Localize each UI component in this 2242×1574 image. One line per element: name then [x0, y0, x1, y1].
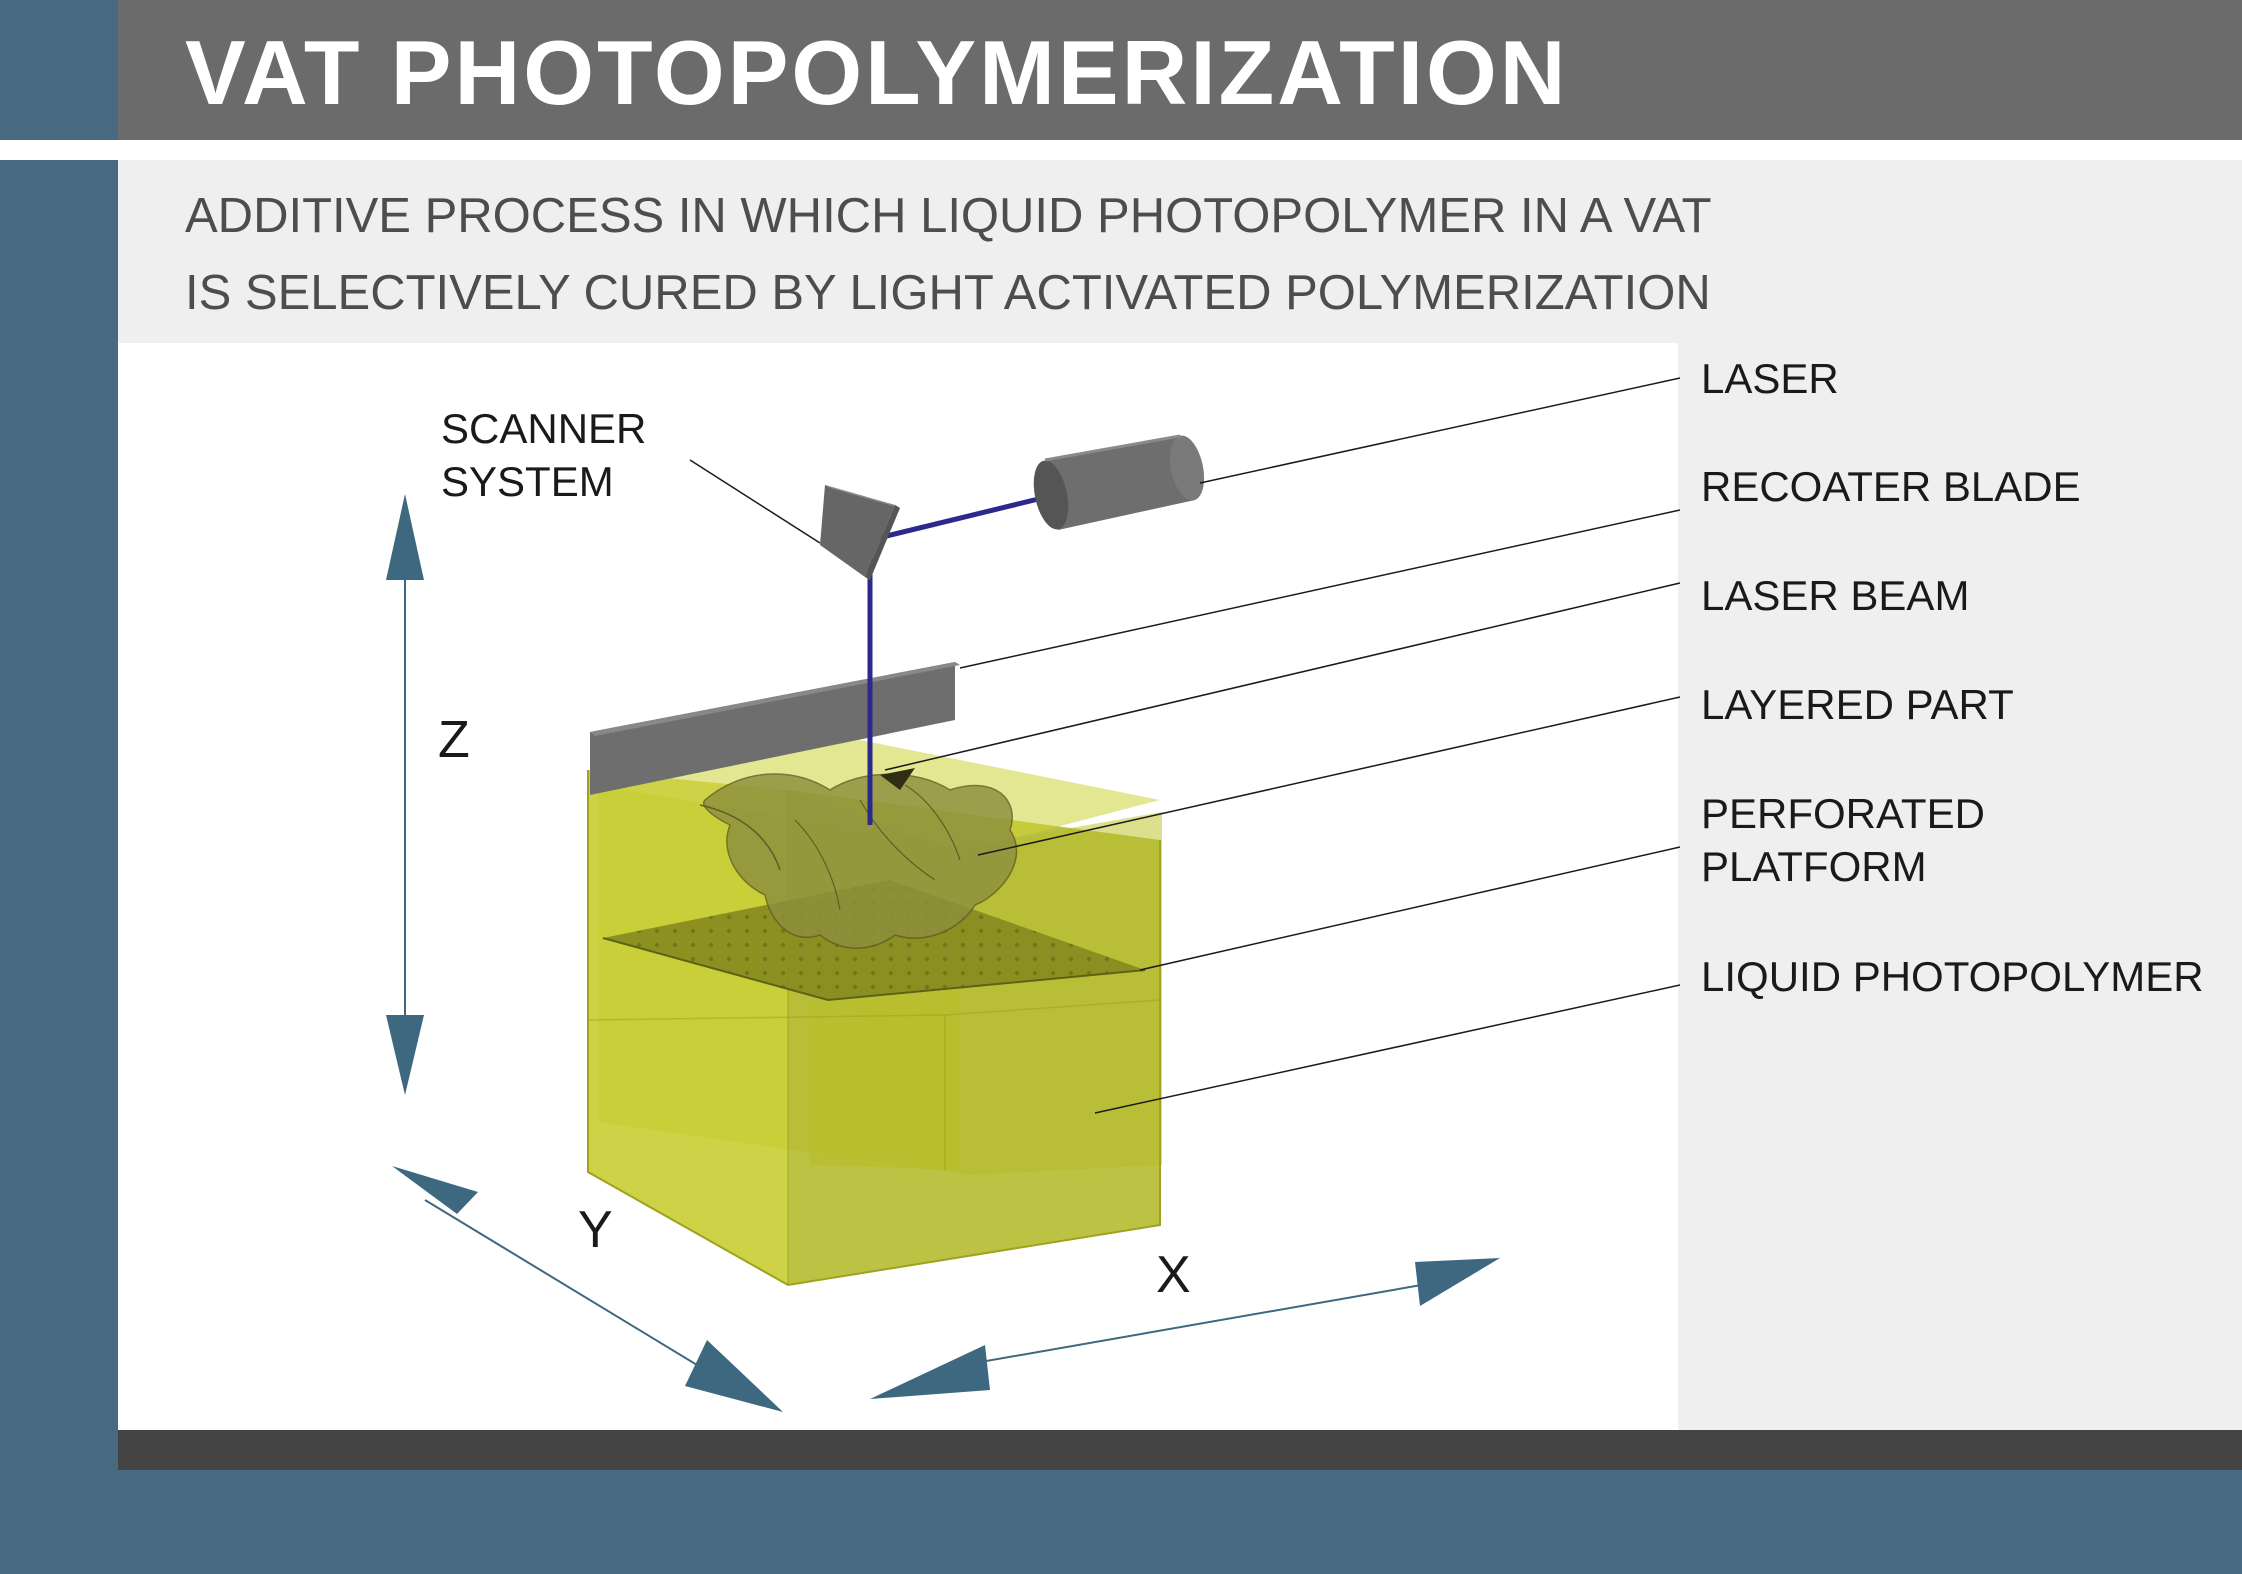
y-axis-arrow — [392, 1166, 783, 1412]
label-laser: LASER — [1701, 355, 1839, 402]
laser — [1033, 434, 1205, 530]
divider-strip — [0, 140, 2242, 160]
axis-label-y: Y — [578, 1201, 613, 1259]
axis-label-x: X — [1156, 1246, 1191, 1304]
leader-laser — [1199, 377, 1681, 484]
subtitle-line-1: ADDITIVE PROCESS IN WHICH LIQUID PHOTOPO… — [185, 189, 1712, 243]
x-axis-arrow — [870, 1258, 1500, 1399]
label-perforated-platform-line-2: PLATFORM — [1701, 843, 1927, 890]
label-scanner-system-line-1: SCANNER — [441, 405, 647, 452]
label-layered-part: LAYERED PART — [1701, 681, 2014, 728]
subtitle: ADDITIVE PROCESS IN WHICH LIQUID PHOTOPO… — [185, 178, 1712, 332]
scanner-system — [820, 485, 900, 580]
leader-recoater-blade — [959, 509, 1681, 669]
label-recoater-blade: RECOATER BLADE — [1701, 463, 2081, 510]
leader-laser-beam — [884, 582, 1681, 771]
z-axis-arrow — [386, 494, 424, 1095]
leader-scanner-system — [689, 459, 821, 544]
label-scanner-system: SCANNER SYSTEM — [441, 402, 646, 508]
subtitle-line-2: IS SELECTIVELY CURED BY LIGHT ACTIVATED … — [185, 266, 1711, 320]
label-laser-beam: LASER BEAM — [1701, 572, 1970, 619]
layered-part — [699, 768, 1018, 949]
leader-lines — [689, 377, 1681, 1114]
title-bar — [118, 0, 2242, 140]
leader-perforated-platform — [1139, 846, 1681, 971]
bottom-bar — [118, 1430, 2242, 1470]
leader-liquid-photopolymer — [1094, 984, 1681, 1114]
axis-label-z: Z — [438, 711, 470, 769]
label-perforated-platform-line-1: PERFORATED — [1701, 790, 1985, 837]
leader-layered-part — [977, 696, 1681, 856]
label-liquid-photopolymer: LIQUID PHOTOPOLYMER — [1701, 953, 2204, 1000]
page-title: VAT PHOTOPOLYMERIZATION — [185, 23, 1569, 124]
label-scanner-system-line-2: SYSTEM — [441, 458, 614, 505]
label-perforated-platform: PERFORATED PLATFORM — [1701, 787, 1985, 893]
